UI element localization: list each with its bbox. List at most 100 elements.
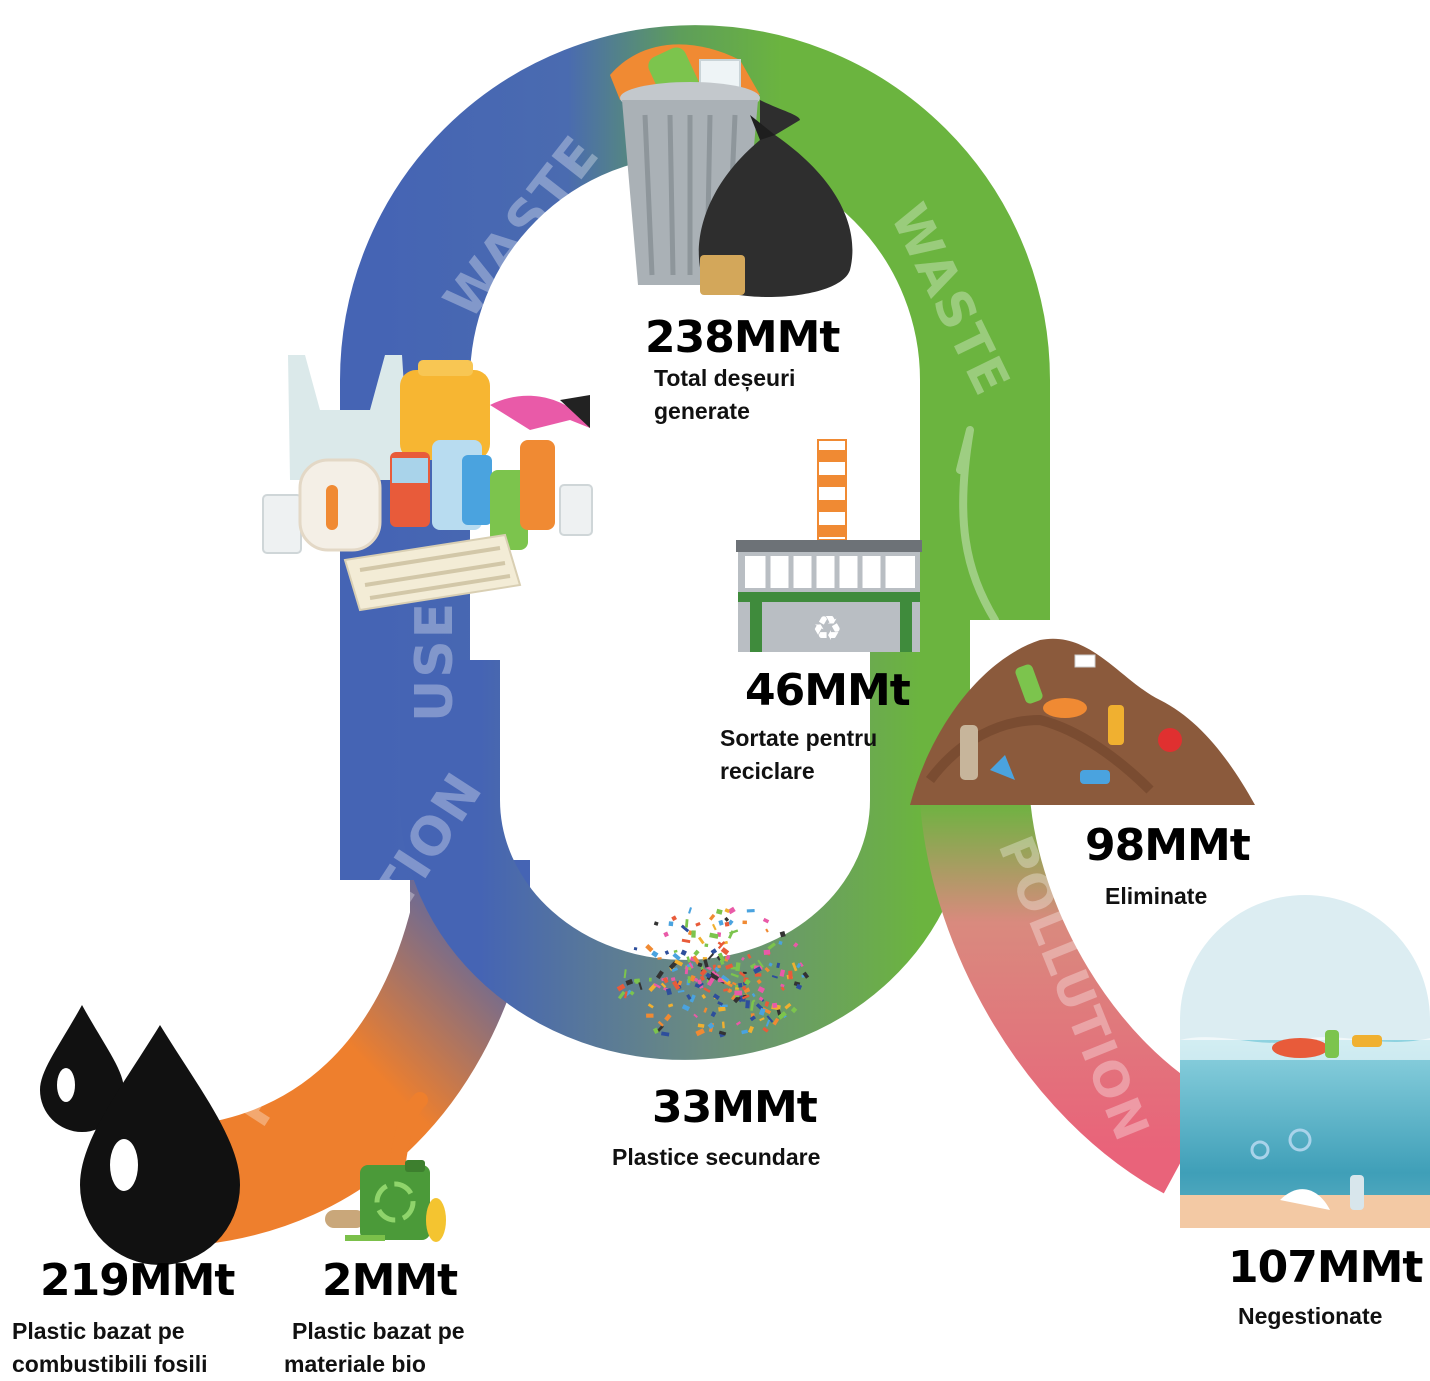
plastic-flake [655, 970, 664, 980]
plastic-flake [758, 1007, 766, 1016]
household-products-icon [262, 355, 593, 612]
secondary-value: 33MMt [652, 1082, 818, 1133]
landfill-icon [910, 638, 1255, 805]
plastic-flake [791, 962, 798, 972]
plastic-flake [710, 948, 718, 955]
plastic-flake [733, 995, 741, 1004]
bio-value: 2MMt [322, 1255, 458, 1306]
plastic-flake [751, 999, 756, 1003]
plastic-flake [662, 977, 669, 984]
plastic-flake [757, 986, 765, 994]
plastic-flake [623, 991, 628, 999]
plastic-flake [667, 1003, 674, 1008]
plastic-flake [645, 944, 654, 953]
bio-canister-icon [325, 1160, 446, 1242]
plastic-flake [693, 1013, 698, 1018]
oil-drops-icon [40, 1005, 240, 1265]
plastic-flake [717, 1001, 724, 1006]
plastic-flake [793, 942, 799, 948]
plastic-flake [671, 967, 679, 973]
plastic-flake [724, 908, 730, 914]
total-waste-label-line2: generate [654, 398, 750, 424]
plastic-flake [730, 972, 739, 978]
plastic-flake [721, 974, 730, 983]
plastic-flake [652, 1027, 659, 1035]
plastic-flake [778, 940, 783, 945]
plastic-flake [651, 950, 659, 958]
recycling-facility-icon: ♻ [736, 439, 922, 652]
total-waste-value: 238MMt [645, 312, 840, 363]
plastic-flake [617, 990, 626, 1000]
plastic-flake [738, 971, 746, 978]
ocean-pollution-icon [1180, 895, 1430, 1228]
plastic-flake [735, 1021, 742, 1026]
plastic-flake [707, 1022, 715, 1030]
plastic-flake [720, 1004, 728, 1007]
plastic-flake [795, 983, 803, 990]
plastic-flake [697, 936, 705, 945]
plastic-flake [638, 982, 643, 991]
plastic-flake [759, 1017, 765, 1022]
plastic-flake [657, 1020, 664, 1027]
plastic-flake [741, 985, 747, 991]
plastic-flake [697, 1023, 705, 1028]
production-band [187, 860, 530, 1245]
plastic-flake [746, 953, 752, 959]
plastic-flake [699, 975, 706, 982]
plastic-flake [708, 913, 716, 921]
plastic-flake [724, 921, 730, 927]
plastic-flake [772, 1017, 780, 1026]
plastic-flake [712, 923, 717, 931]
sorted-label-line1: Sortate pentru [720, 725, 878, 751]
plastic-flake [616, 983, 626, 992]
garbage-bag-icon [698, 100, 853, 297]
plastic-flake [664, 1013, 672, 1022]
plastic-flake [625, 978, 634, 986]
plastic-flake [653, 921, 659, 926]
plastic-flake [710, 1011, 717, 1018]
plastic-flake [788, 970, 793, 980]
plastic-flake [727, 919, 734, 926]
plastic-flake [704, 943, 709, 948]
plastic-flake [779, 931, 786, 938]
plastic-flake [647, 1003, 654, 1009]
total-waste-label-line1: Total deșeuri [654, 365, 796, 391]
plastic-flake [764, 1001, 770, 1007]
plastic-flake [762, 1026, 769, 1033]
plastic-flake [680, 924, 690, 933]
plastic-flake [660, 982, 667, 989]
plastic-flake [718, 1030, 727, 1036]
bio-label-line1: Plastic bazat pe [292, 1318, 465, 1344]
plastic-flake [740, 956, 745, 961]
plastic-flake [750, 1001, 755, 1011]
plastic-flake [727, 906, 736, 915]
plastic-flake [743, 987, 751, 994]
plastic-flake [714, 966, 720, 973]
plastic-flake [722, 987, 729, 992]
flow-arrow-icon [956, 426, 999, 624]
plastic-flake [634, 979, 640, 983]
plastic-flake [688, 907, 693, 914]
plastic-flake [671, 980, 681, 991]
plastic-flake [741, 1029, 748, 1035]
plastic-flake [697, 962, 703, 968]
stage-label-use: USE [405, 601, 465, 722]
plastic-flake [742, 971, 747, 974]
plastic-flake [689, 974, 696, 982]
plastic-flake [742, 994, 750, 1000]
plastic-flake [754, 973, 762, 977]
plastic-flake [784, 1002, 792, 1010]
bio-label-line2: materiale bio [284, 1351, 426, 1377]
plastic-flake [738, 982, 743, 988]
fossil-label-line1: Plastic bazat pe [12, 1318, 185, 1344]
plastic-flake [664, 950, 670, 955]
plastic-flake [717, 952, 726, 963]
plastic-flake [677, 989, 685, 993]
plastic-flake [763, 949, 771, 955]
plastic-flake [756, 979, 762, 985]
plastic-flake [692, 955, 700, 965]
plastic-flake [629, 990, 635, 996]
plastic-flake [720, 947, 730, 956]
plastic-flake [718, 1006, 726, 1012]
